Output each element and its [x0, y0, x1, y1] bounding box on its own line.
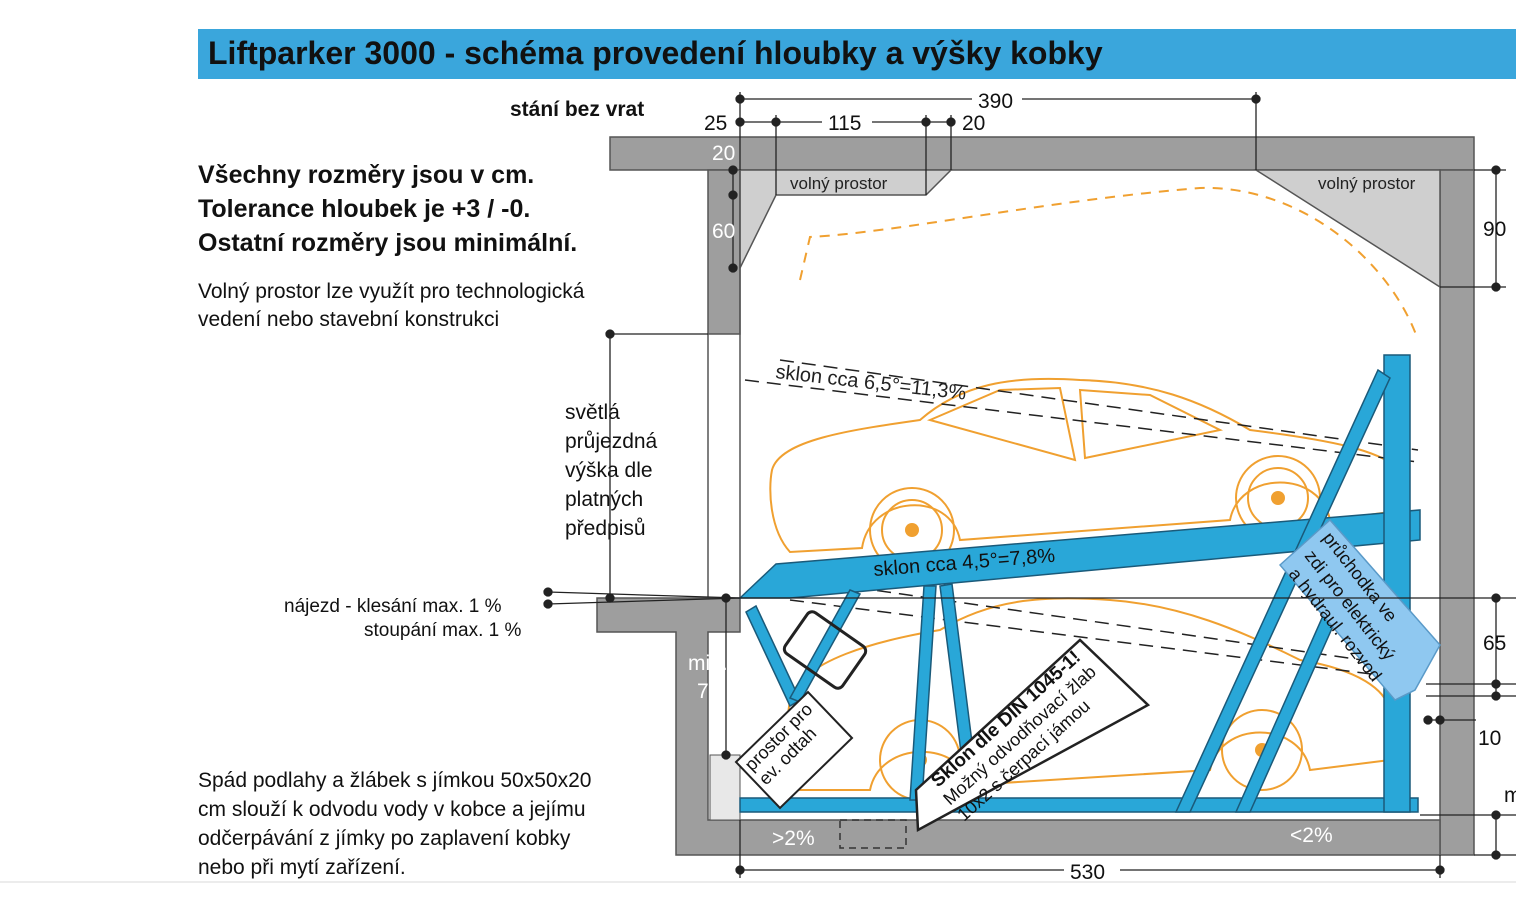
- lift-steel-frame: [738, 354, 1421, 813]
- page-title: Liftparker 3000 - schéma provedení hloub…: [208, 35, 1103, 71]
- free-space-left-label: volný prostor: [790, 174, 888, 193]
- svg-text:20: 20: [712, 142, 735, 165]
- clear-height-note: světlá průjezdná výška dle platných před…: [565, 401, 658, 540]
- drain-channel: [709, 754, 741, 821]
- front-leg-2: [788, 589, 862, 703]
- svg-text:60: 60: [712, 220, 735, 243]
- svg-text:65: 65: [1483, 632, 1506, 655]
- free-space-right: [1253, 169, 1441, 289]
- svg-text:90: 90: [1483, 218, 1506, 241]
- free-space-right-label: volný prostor: [1318, 174, 1416, 193]
- svg-text:25: 25: [704, 112, 727, 135]
- dimension-labels: 390 25 115 20 20 60 90 65 10 min. 70 m >…: [688, 88, 1516, 884]
- dimension-notes: Všechny rozměry jsou v cm. Tolerance hlo…: [198, 158, 577, 260]
- upper-slope-label: sklon cca 6,5°=11,3%: [774, 361, 967, 405]
- lower-platform: [739, 797, 1419, 813]
- approach-note-1: nájezd - klesání max. 1 %: [284, 596, 502, 617]
- rear-post: [1383, 354, 1411, 813]
- svg-text:390: 390: [978, 90, 1013, 113]
- diagonal-brace-right: [1174, 368, 1391, 813]
- note-tolerance: Tolerance hloubek je +3 / -0.: [198, 195, 531, 223]
- svg-text:530: 530: [1070, 861, 1105, 884]
- free-space-note: Volný prostor lze využít pro technologic…: [198, 280, 585, 331]
- pass-through-note: průchodka ve zdi pro elektrický a hydrau…: [1278, 518, 1441, 701]
- ceiling-slab: [609, 136, 1475, 171]
- svg-text:>2%: >2%: [772, 827, 815, 850]
- svg-text:70: 70: [697, 680, 720, 703]
- towing-space-box: prostor pro ev. odtah: [734, 610, 868, 810]
- drain-sump: [839, 819, 907, 849]
- svg-text:m: m: [1504, 784, 1516, 807]
- svg-text:20: 20: [962, 112, 985, 135]
- pit-floor: [596, 597, 1441, 856]
- svg-text:<2%: <2%: [1290, 824, 1333, 847]
- approach-note-2: stoupání max. 1 %: [364, 620, 522, 641]
- free-space-areas: [739, 169, 1441, 289]
- note-units: Všechny rozměry jsou v cm.: [198, 161, 535, 189]
- drainage-note: Spád podlahy a žlábek s jímkou 50x50x20 …: [198, 769, 592, 879]
- header-label: stání bez vrat: [510, 98, 645, 121]
- svg-text:min.: min.: [688, 652, 728, 675]
- right-wall: [1439, 169, 1475, 856]
- svg-text:115: 115: [828, 112, 861, 135]
- note-minimum: Ostatní rozměry jsou minimální.: [198, 229, 578, 257]
- title-bar: Liftparker 3000 - schéma provedení hloub…: [198, 29, 1516, 79]
- svg-text:10: 10: [1478, 727, 1501, 750]
- front-post-a: [909, 585, 937, 801]
